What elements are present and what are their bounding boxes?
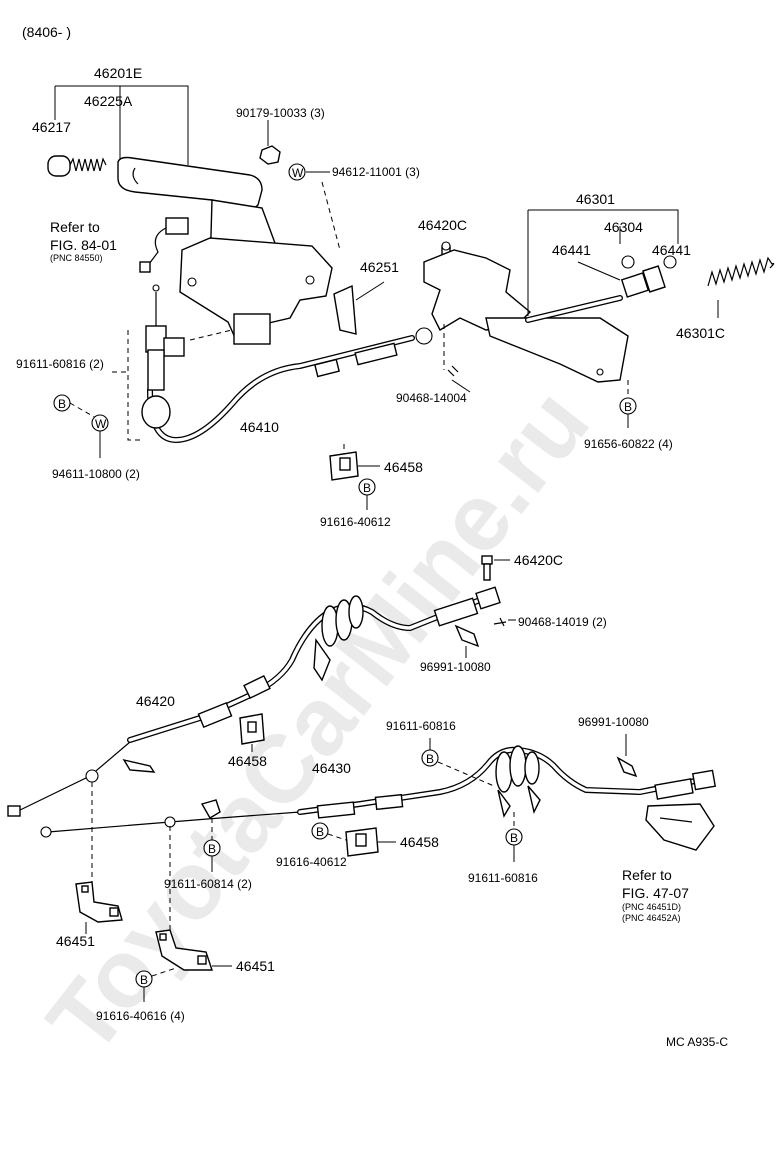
label-fig-84-01: FIG. 84-01 <box>50 237 117 253</box>
bracket-91611 <box>163 337 185 357</box>
bracket-fig-47-07 <box>645 803 715 851</box>
sleeve-46430 <box>316 801 356 819</box>
label-46441-right: 46441 <box>652 242 691 258</box>
label-46451-a: 46451 <box>56 933 95 949</box>
label-refer-to-47: Refer to <box>622 867 672 883</box>
footer-code: MC A935-C <box>666 1035 728 1049</box>
bolt-marker-b3: B <box>363 481 371 495</box>
lower-assembly: B B B B B <box>7 555 717 1002</box>
label-46301C: 46301C <box>676 325 725 341</box>
label-94612-11001: 94612-11001 (3) <box>332 165 420 179</box>
cable-adjuster <box>233 313 271 345</box>
label-46420C-top: 46420C <box>418 217 467 233</box>
nut-90179-10033 <box>259 145 281 165</box>
nut-46441-a <box>621 255 635 269</box>
lever-base-bracket <box>179 237 333 342</box>
label-46430: 46430 <box>312 760 351 776</box>
label-46458-low: 46458 <box>400 834 439 850</box>
brake-switch <box>165 217 189 235</box>
label-46251: 46251 <box>360 259 399 275</box>
nut-46441-b <box>663 255 677 269</box>
label-46458-top: 46458 <box>384 459 423 475</box>
heat-shield-plate <box>485 317 629 383</box>
label-fig-47-07: FIG. 47-07 <box>622 885 689 901</box>
label-46301: 46301 <box>576 191 615 207</box>
washer-marker-w2: W <box>95 417 107 431</box>
spring-46225A <box>69 157 107 172</box>
label-96991-10080-a: 96991-10080 <box>420 660 491 674</box>
spring-46301C <box>707 256 775 287</box>
clip-96991-10080-a <box>454 624 480 648</box>
knob-46217 <box>47 155 71 177</box>
label-96991-10080-b: 96991-10080 <box>578 715 649 729</box>
bolt-marker-b1: B <box>58 397 66 411</box>
label-94611-10800: 94611-10800 (2) <box>52 467 140 481</box>
bolt-marker-b4: B <box>316 825 324 839</box>
label-90468-14019: 90468-14019 (2) <box>518 615 607 629</box>
pin-46420C-mid <box>481 555 493 565</box>
label-46217: 46217 <box>32 119 71 135</box>
label-91611-60816-a: 91611-60816 <box>386 719 456 733</box>
washer-marker: W <box>292 166 304 180</box>
fitting-46420 <box>433 597 479 627</box>
label-46410: 46410 <box>240 419 279 435</box>
label-90468-14004: 90468-14004 <box>396 391 467 405</box>
cable-clamp-46420 <box>122 758 156 773</box>
label-refer-to-84: Refer to <box>50 219 100 235</box>
bolt-marker-b2: B <box>624 400 632 414</box>
label-46441-left: 46441 <box>552 242 591 258</box>
cable-46410-sleeve <box>354 342 398 366</box>
label-46225A: 46225A <box>84 93 133 109</box>
clamp-91611-60814 <box>200 799 221 819</box>
label-46304: 46304 <box>604 219 643 235</box>
upper-assembly: W B W <box>47 85 775 510</box>
cable-end-46430 <box>40 826 52 838</box>
parking-brake-lever-46201E <box>117 156 263 210</box>
bolt-marker-b8: B <box>208 842 216 856</box>
cable-boot <box>141 395 171 429</box>
label-46458-mid: 46458 <box>228 753 267 769</box>
bolt-marker-b5: B <box>426 752 434 766</box>
label-pnc-46451D: (PNC 46451D) <box>622 902 681 912</box>
label-91611-60816-2: 91611-60816 (2) <box>16 357 104 371</box>
label-91616-40612-top: 91616-40612 <box>320 515 391 529</box>
label-91656-60822: 91656-60822 (4) <box>584 437 673 451</box>
label-46201E: 46201E <box>94 65 142 81</box>
label-pnc-46452A: (PNC 46452A) <box>622 913 681 923</box>
label-46420C-mid: 46420C <box>514 552 563 568</box>
label-91616-40612-mid: 91616-40612 <box>276 855 347 869</box>
equalizer-46304 <box>620 272 650 298</box>
label-46451-b: 46451 <box>236 958 275 974</box>
cover-46251 <box>333 284 357 335</box>
label-91611-60814: 91611-60814 (2) <box>164 877 252 891</box>
grommet-46430-a <box>495 751 513 793</box>
bolt-marker-b6: B <box>510 831 518 845</box>
grommet-46420-a <box>321 605 339 647</box>
label-91611-60816-b: 91611-60816 <box>468 871 538 885</box>
label-pnc-84550: (PNC 84550) <box>50 253 103 263</box>
cable-end-eye <box>415 327 433 345</box>
label-90179-10033: 90179-10033 (3) <box>236 106 325 120</box>
fitting-46430 <box>654 778 694 800</box>
label-46420: 46420 <box>136 693 175 709</box>
header-code: (8406- ) <box>22 24 71 40</box>
clip-96991-10080-b <box>616 756 638 778</box>
cable-end-46420 <box>7 805 21 817</box>
bolt-marker-b7: B <box>140 973 148 987</box>
label-91616-40616: 91616-40616 (4) <box>96 1009 185 1023</box>
